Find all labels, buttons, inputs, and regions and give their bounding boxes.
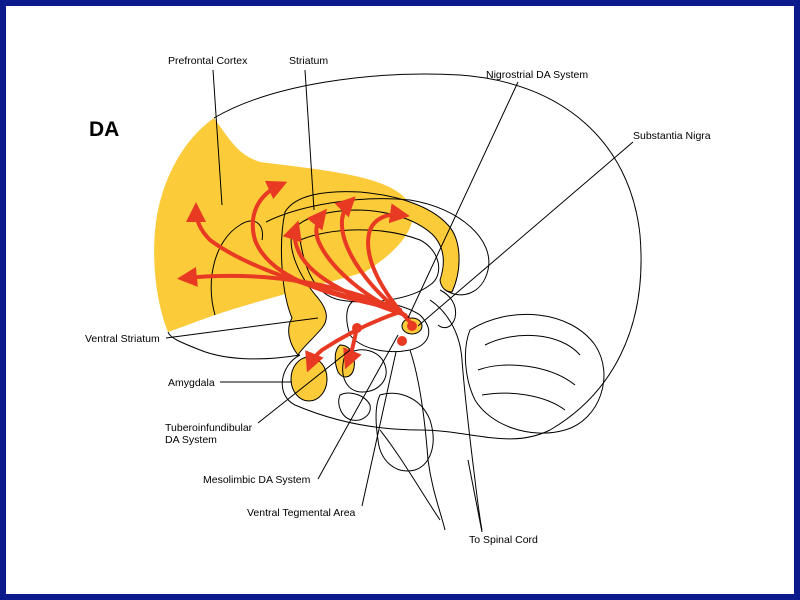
labels: DA Prefrontal Cortex Striatum Nigrostria… xyxy=(85,55,711,546)
pathway-to-small-region xyxy=(343,330,362,370)
leader-ventral-striatum xyxy=(165,317,319,339)
pathway-to-striatum-4 xyxy=(366,203,412,324)
leader-substantia xyxy=(417,141,634,327)
fornix-outline xyxy=(437,289,457,329)
leader-striatum xyxy=(304,69,315,211)
brainstem-outline xyxy=(429,299,483,531)
diagram-frame: DA Prefrontal Cortex Striatum Nigrostria… xyxy=(6,6,794,594)
leader-mesolimbic xyxy=(317,334,399,480)
pons-outline xyxy=(375,392,434,472)
substantia-nigra-dot xyxy=(407,321,417,331)
cerebellum-outline xyxy=(465,313,605,434)
hypothalamus-dot xyxy=(397,336,407,346)
dopamine-pathways xyxy=(177,180,417,373)
pathway-to-striatum-1 xyxy=(282,220,407,317)
label-amygdala: Amygdala xyxy=(168,377,215,389)
leader-tubero xyxy=(257,349,351,424)
hypothalamus-outline xyxy=(342,349,387,393)
vta-dot xyxy=(352,323,362,333)
leader-prefrontal xyxy=(212,69,223,206)
corpus-callosum xyxy=(265,198,490,296)
pathway-to-striatum-2 xyxy=(306,208,407,317)
label-tubero-line1: Tuberoinfundibular xyxy=(165,422,253,434)
cerebellum-folia xyxy=(477,334,581,411)
leader-spinal xyxy=(467,459,483,533)
pathway-to-amygdala xyxy=(305,310,402,373)
label-ventral-striatum: Ventral Striatum xyxy=(85,333,160,345)
diagram-title: DA xyxy=(89,118,119,141)
label-prefrontal-cortex: Prefrontal Cortex xyxy=(168,55,248,67)
cortex-inner-arc xyxy=(210,220,264,316)
label-nigrostrial: Nigrostrial DA System xyxy=(486,69,588,81)
label-spinal: To Spinal Cord xyxy=(469,534,538,546)
leader-vta xyxy=(361,351,397,507)
brainstem-outline-inner xyxy=(409,349,446,531)
leader-nigrostrial xyxy=(407,81,519,319)
pathway-to-prefrontal-high xyxy=(250,180,402,312)
brainstem-lower-outline xyxy=(379,429,441,521)
leader-lines xyxy=(165,69,634,533)
cortex-outline xyxy=(167,73,642,440)
brain-outlines xyxy=(167,73,642,531)
label-substantia-nigra: Substantia Nigra xyxy=(633,130,711,142)
label-tubero-line2: DA System xyxy=(165,434,217,446)
pituitary-outline xyxy=(338,392,371,421)
label-mesolimbic: Mesolimbic DA System xyxy=(203,474,311,486)
pathway-to-striatum-3 xyxy=(334,196,410,320)
label-vta: Ventral Tegmental Area xyxy=(247,507,356,519)
label-striatum: Striatum xyxy=(289,55,328,67)
yellow-regions xyxy=(154,118,460,402)
dopamine-pathways-diagram: DA Prefrontal Cortex Striatum Nigrostria… xyxy=(85,55,711,546)
